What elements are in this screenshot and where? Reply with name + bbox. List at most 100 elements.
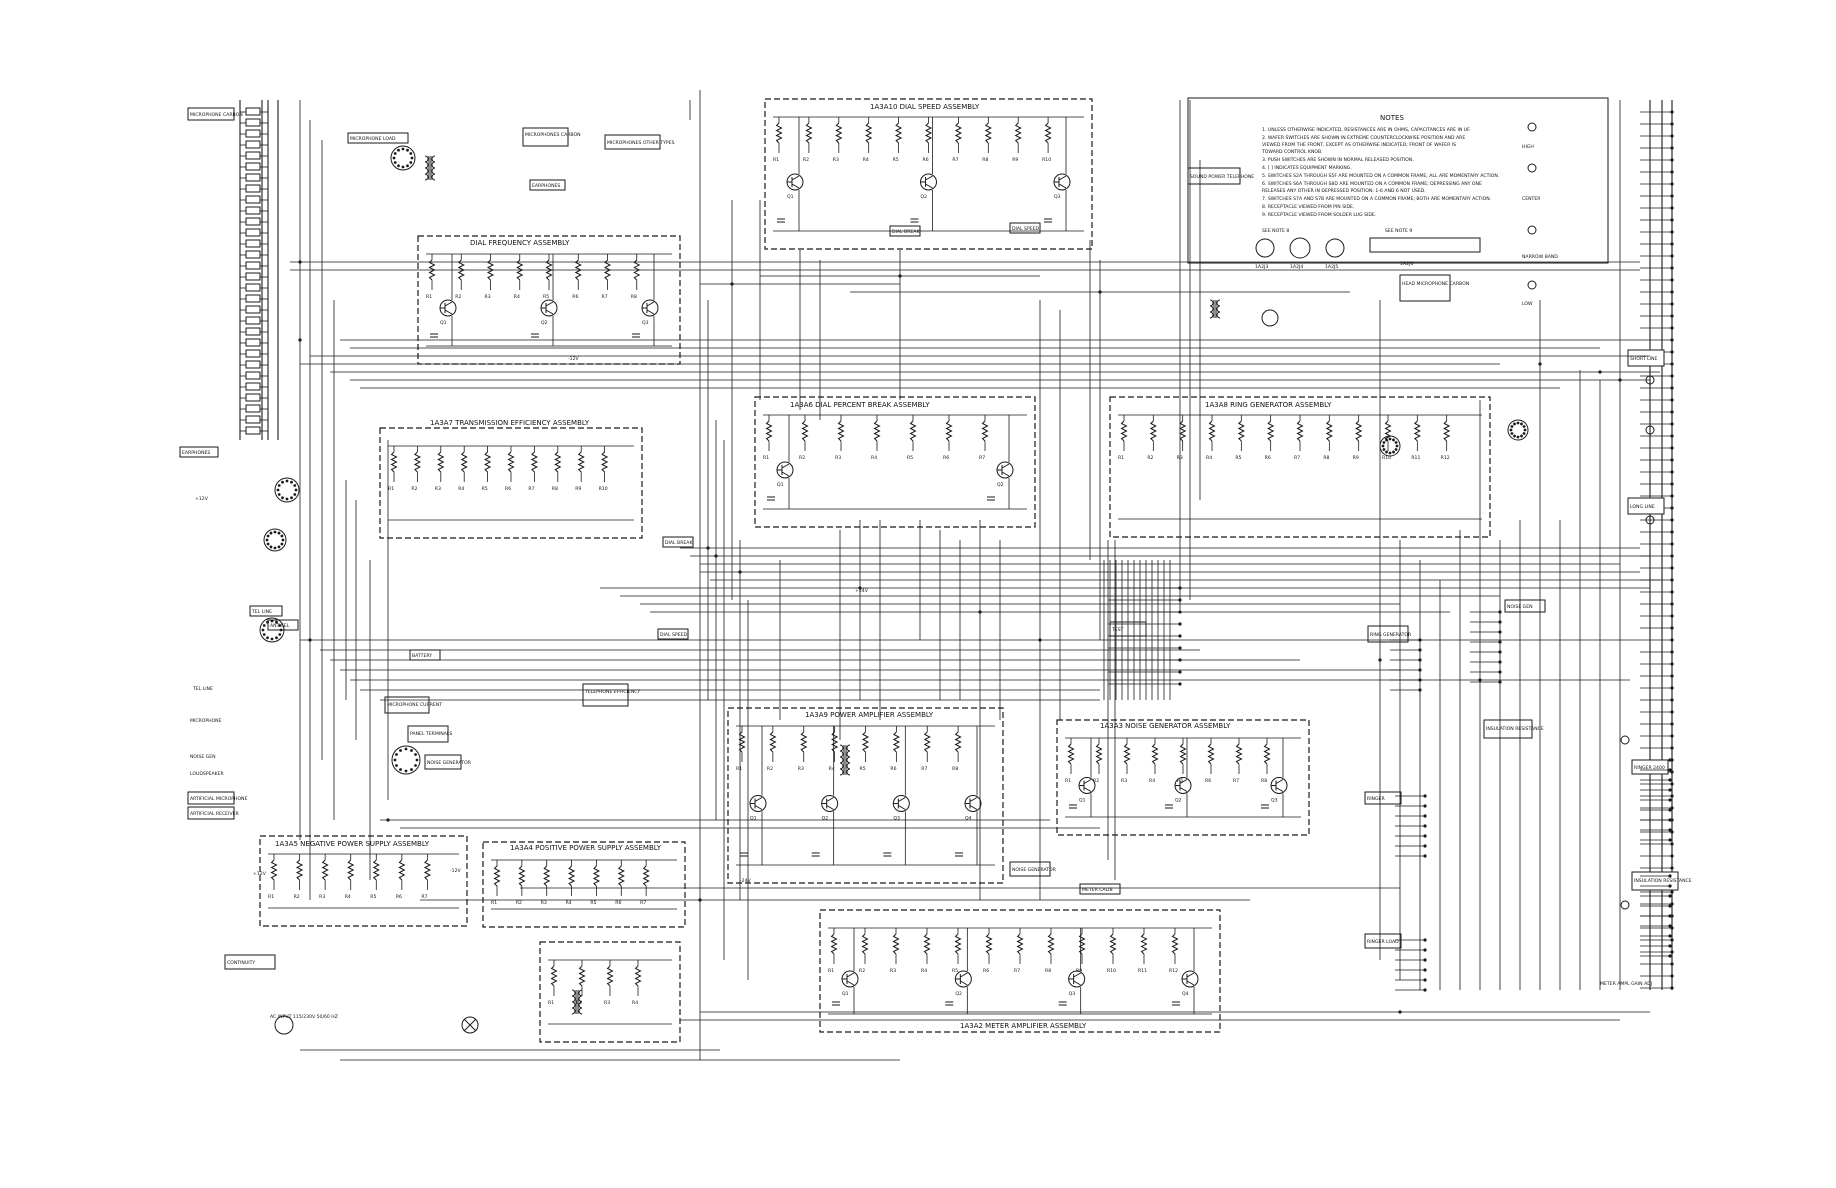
voltage-label: +24V [855, 588, 869, 594]
terminal-block [245, 107, 261, 116]
junction-dot [1670, 590, 1674, 594]
junction-dot [1598, 370, 1602, 374]
terminal-block [245, 360, 261, 369]
ref-designator: R8 [552, 486, 558, 492]
junction-dot [1670, 458, 1674, 462]
positive-power-supply-box [482, 841, 686, 928]
ref-designator: R4 [458, 486, 464, 492]
resistor-icon [567, 865, 576, 887]
switch-contact [290, 496, 293, 500]
terminal-block [245, 151, 261, 160]
noise-generator-label-2: NOISE GENERATOR [427, 760, 472, 766]
ref-designator: R11 [1411, 455, 1420, 461]
terminal-block [245, 261, 261, 270]
ref-designator: R12 [1441, 455, 1450, 461]
switch-contact [395, 753, 398, 756]
switch-contact [414, 764, 417, 767]
ref-designator: R7 [528, 486, 534, 492]
resistor-icon [486, 259, 495, 281]
junction-dot [1670, 434, 1674, 438]
junction-dot [738, 570, 742, 574]
voltage-label: +12V [253, 871, 267, 877]
capacitor-icon [777, 218, 785, 223]
resistor-icon [1151, 743, 1159, 765]
junction-dot [1668, 894, 1672, 898]
ref-designator: Q3 [893, 816, 900, 822]
resistor-icon [592, 865, 601, 887]
switch-contact [294, 488, 298, 492]
wire [1179, 779, 1188, 784]
terminal-block [245, 371, 261, 380]
center-label: CENTER [1522, 196, 1541, 202]
resistor-icon [1179, 743, 1187, 765]
junction-dot [1670, 338, 1674, 342]
switch-contact [1382, 448, 1386, 451]
resistor-icon [1384, 420, 1392, 442]
label-box [1364, 791, 1402, 805]
ref-designator: R1 [426, 294, 432, 300]
switch-contact [266, 620, 269, 624]
resistor-icon [270, 859, 278, 881]
junction-dot [1498, 680, 1502, 684]
resistor-icon [457, 259, 465, 281]
label-box [529, 179, 566, 191]
voltage-label: -12V [568, 356, 580, 362]
receptacle-icon [1325, 238, 1345, 258]
wire [646, 301, 655, 307]
resistor-icon [390, 451, 398, 473]
resistor-icon [554, 451, 562, 473]
ref-designator: R8 [982, 157, 988, 163]
junction-dot [1668, 768, 1672, 772]
wire [1073, 972, 1081, 978]
resistor-icon [835, 122, 843, 144]
note-line: 4. [ ] INDICATES EQUIPMENT MARKING. [1262, 165, 1352, 171]
resistor-icon [1296, 420, 1304, 442]
junction-dot [1670, 446, 1674, 450]
capacitor-icon [430, 333, 438, 338]
junction-dot [1668, 798, 1672, 802]
junction-dot [1178, 682, 1182, 686]
junction-dot [1670, 890, 1674, 894]
ref-designator: R5 [860, 766, 866, 772]
switch-contact [281, 538, 285, 542]
ref-designator: Q1 [750, 816, 757, 822]
voltage-label: -12V [450, 868, 462, 874]
switch-contact [1382, 441, 1386, 444]
ref-designator: R6 [396, 894, 402, 900]
resistor-icon [1067, 743, 1075, 765]
power-amplifier-box [727, 707, 1004, 884]
jack-icon [1527, 122, 1537, 132]
ref-designator: R3 [835, 455, 841, 461]
junction-dot [1670, 302, 1674, 306]
junction-dot [730, 282, 734, 286]
label-box [657, 628, 689, 640]
wire [444, 309, 453, 315]
rotary-switch-icon [1507, 419, 1529, 441]
terminal-block [245, 228, 261, 237]
switch-contact [401, 147, 405, 151]
junction-dot [1178, 646, 1182, 650]
switch-contact [409, 161, 413, 164]
switch-contact [404, 769, 408, 773]
label-box [604, 134, 661, 150]
ref-designator: R7 [1294, 455, 1300, 461]
terminal-block [245, 294, 261, 303]
label-box [347, 132, 409, 144]
junction-dot [1670, 638, 1674, 642]
ref-designator: R5 [590, 900, 596, 906]
junction-dot [1668, 874, 1672, 878]
wire [1058, 175, 1067, 181]
junction-dot [1423, 958, 1427, 962]
left-jack-strip [239, 100, 279, 440]
noise-gen-label: NOISE GEN [190, 754, 216, 760]
label-box [582, 683, 629, 707]
junction-dot [1178, 634, 1182, 638]
ref-designator: R1 [773, 157, 779, 163]
junction-dot [1668, 838, 1672, 842]
terminal-block [245, 316, 261, 325]
switch-contact [1510, 432, 1514, 435]
resistor-icon [1140, 933, 1148, 955]
ref-designator: R4 [829, 766, 835, 772]
test-label: TEST [1111, 627, 1124, 633]
